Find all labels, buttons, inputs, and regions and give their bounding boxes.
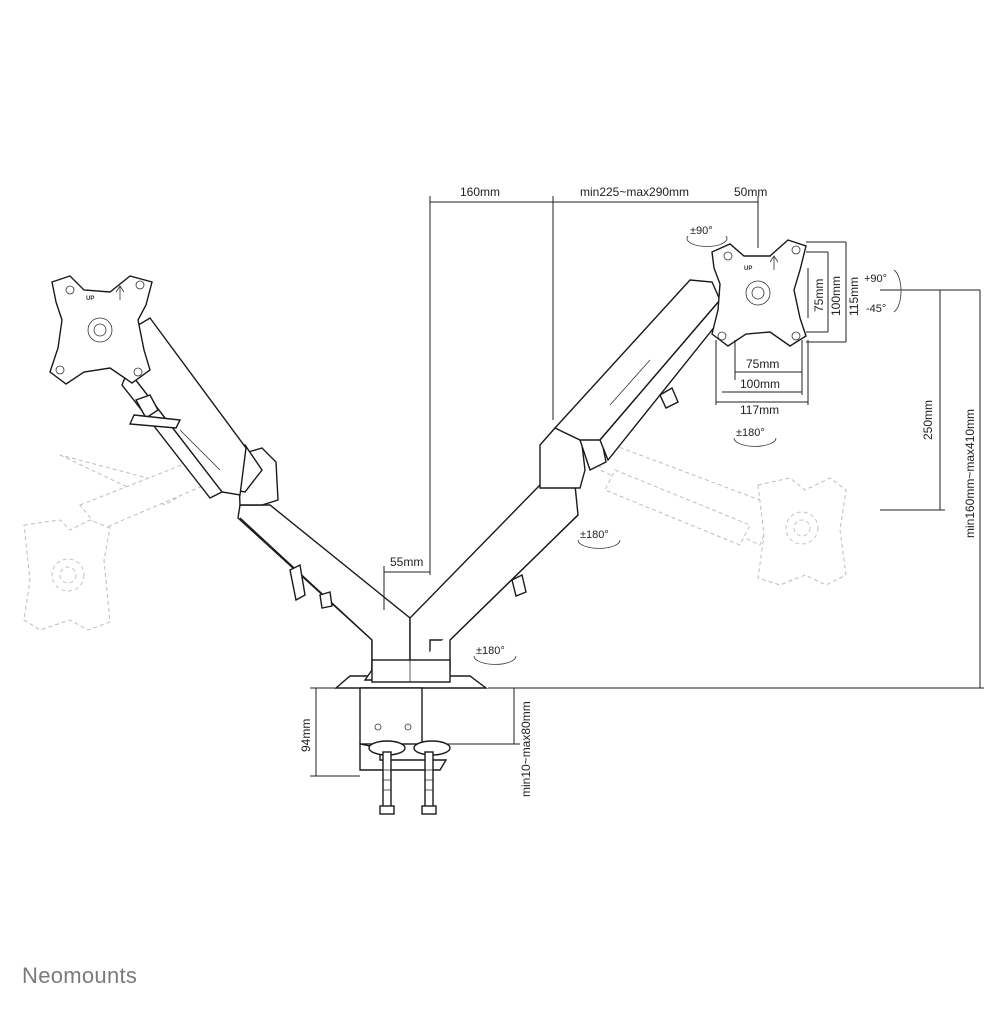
left-upper-arm <box>121 317 247 499</box>
dim-arm-length: min225~max290mm <box>580 185 689 199</box>
right-joint <box>539 427 607 489</box>
right-plate-up-label: UP <box>744 266 752 272</box>
rot-swivel-90: ±90° <box>690 225 713 237</box>
left-vesa-plate: UP <box>49 275 153 385</box>
dim-vesa-w117: 117mm <box>740 403 779 417</box>
dim-vesa-w75: 75mm <box>746 357 779 371</box>
dim-desk-range: min10~max80mm <box>519 701 533 797</box>
rotation-markers <box>473 235 902 665</box>
ghost-right-monitor <box>599 439 847 586</box>
dim-160: 160mm <box>460 185 500 199</box>
dim-55: 55mm <box>390 555 423 569</box>
dim-height-range: min160mm~max410mm <box>963 409 977 538</box>
dim-94: 94mm <box>299 719 313 752</box>
right-upper-arm <box>553 279 725 462</box>
right-vesa-plate: UP <box>711 239 807 347</box>
dim-vesa-h75: 75mm <box>812 279 826 312</box>
rot-tilt-down: -45° <box>866 303 886 315</box>
dim-vesa-h115: 115mm <box>847 277 861 316</box>
left-plate-up-label: UP <box>86 296 94 302</box>
rot-180-a: ±180° <box>736 427 765 439</box>
right-lower-arm <box>409 484 579 671</box>
dimension-lines <box>310 196 984 777</box>
dim-vesa-w100: 100mm <box>740 377 780 391</box>
dim-250: 250mm <box>921 400 935 440</box>
desk-clamp <box>334 675 489 815</box>
brand-logo-text: Neomounts <box>22 963 137 988</box>
rot-180-c: ±180° <box>476 645 505 657</box>
dim-vesa-h100: 100mm <box>829 276 843 316</box>
rot-180-b: ±180° <box>580 529 609 541</box>
dim-50: 50mm <box>734 185 767 199</box>
center-pole <box>371 659 451 683</box>
rot-tilt-up: +90° <box>864 273 887 285</box>
